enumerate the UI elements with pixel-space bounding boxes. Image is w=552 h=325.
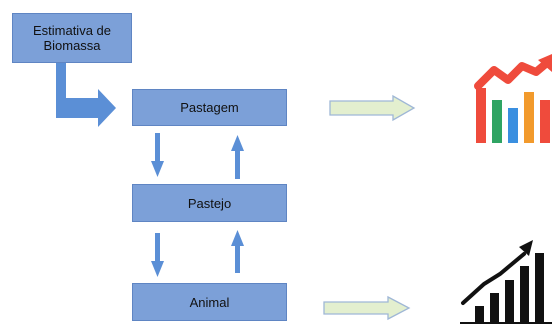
bent-arrow-estimativa-to-pastagem [56, 63, 116, 127]
node-animal: Animal [132, 283, 287, 321]
arrow-up-pastejo-to-pastagem [231, 135, 244, 179]
node-pastagem: Pastagem [132, 89, 287, 126]
arrow-down-pastagem-to-pastejo [151, 133, 164, 177]
node-pastejo: Pastejo [132, 184, 287, 222]
colored-bar-chart-trend-icon [474, 54, 552, 143]
arrow-up-animal-to-pastejo [231, 230, 244, 273]
black-growth-chart-icon [460, 240, 552, 324]
output-arrow-animal [323, 295, 411, 321]
output-arrow-pastagem [329, 94, 416, 122]
node-estimativa-de-biomassa: Estimativa de Biomassa [12, 13, 132, 63]
arrow-down-pastejo-to-animal [151, 233, 164, 277]
